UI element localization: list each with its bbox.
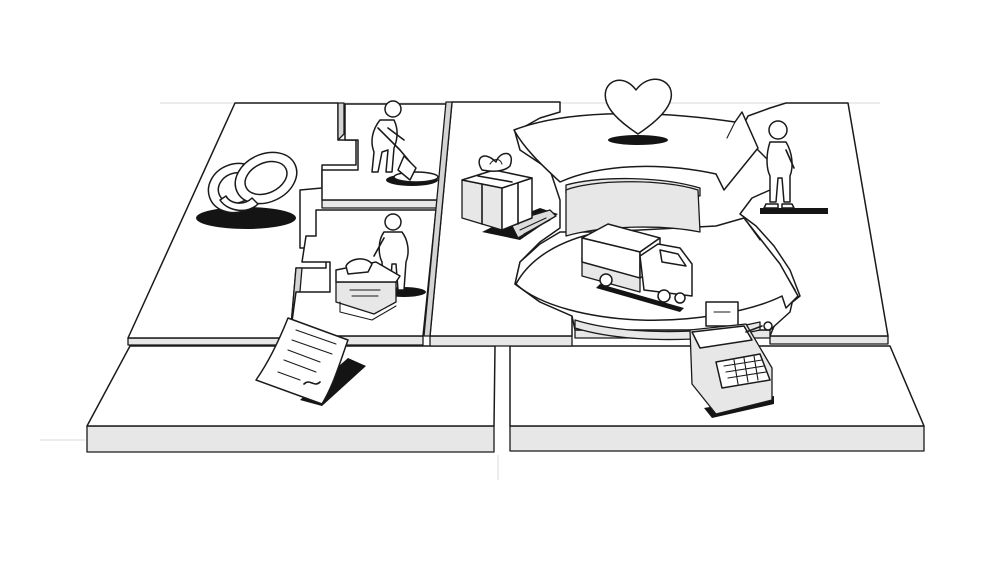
- cash-register-icon: [689, 301, 774, 418]
- heart-icon: [604, 78, 673, 145]
- center-hole: [565, 181, 701, 237]
- contract-paper-icon: [255, 317, 366, 406]
- linked-rings-icon: [196, 151, 298, 229]
- gift-box-icon: [461, 152, 558, 240]
- person-with-boxes-icon: [335, 213, 426, 321]
- delivery-truck-icon: [581, 223, 693, 312]
- standing-person-icon: [760, 120, 828, 214]
- person-digging-icon: [371, 100, 439, 186]
